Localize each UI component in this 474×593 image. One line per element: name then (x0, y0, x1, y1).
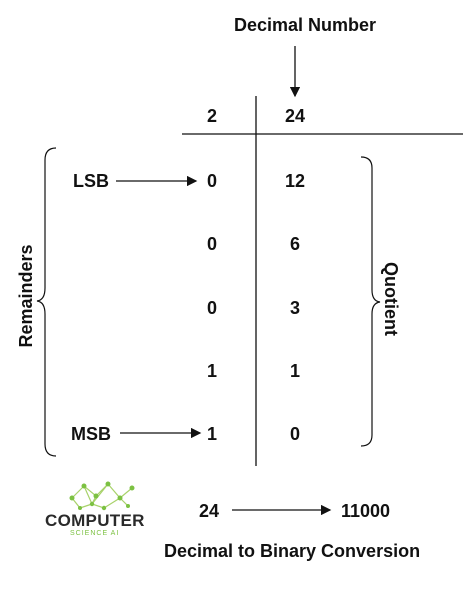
lsb-label: LSB (73, 171, 109, 191)
quotient-cell: 0 (289, 424, 300, 444)
dividend: 24 (284, 106, 306, 126)
divisor: 2 (206, 106, 217, 126)
remainder-cell: 0 (206, 171, 217, 191)
remainder-cell: 1 (206, 424, 217, 444)
logo-network-icon (69, 481, 135, 511)
quotient-label: Quotient (381, 262, 401, 336)
remainders-brace (36, 147, 57, 457)
remainders-label: Remainders (16, 244, 36, 348)
remainder-cell: 0 (206, 234, 217, 254)
caption: Decimal to Binary Conversion (164, 541, 421, 561)
quotient-cell: 1 (289, 361, 300, 381)
msb-label: MSB (71, 424, 111, 444)
remainder-cell: 1 (206, 361, 217, 381)
page-title: Decimal Number (234, 15, 377, 35)
logo-name: COMPUTER (45, 511, 145, 530)
logo-subtitle: SCIENCE AI (70, 530, 120, 537)
quotient-cell: 12 (284, 171, 306, 191)
remainder-cell: 0 (206, 298, 217, 318)
logo: COMPUTER SCIENCE AI (44, 478, 150, 538)
result-binary: 11000 (341, 501, 391, 521)
quotient-cell: 6 (289, 234, 300, 254)
result-decimal: 24 (199, 501, 220, 521)
quotient-brace (360, 156, 381, 447)
quotient-cell: 3 (289, 298, 300, 318)
